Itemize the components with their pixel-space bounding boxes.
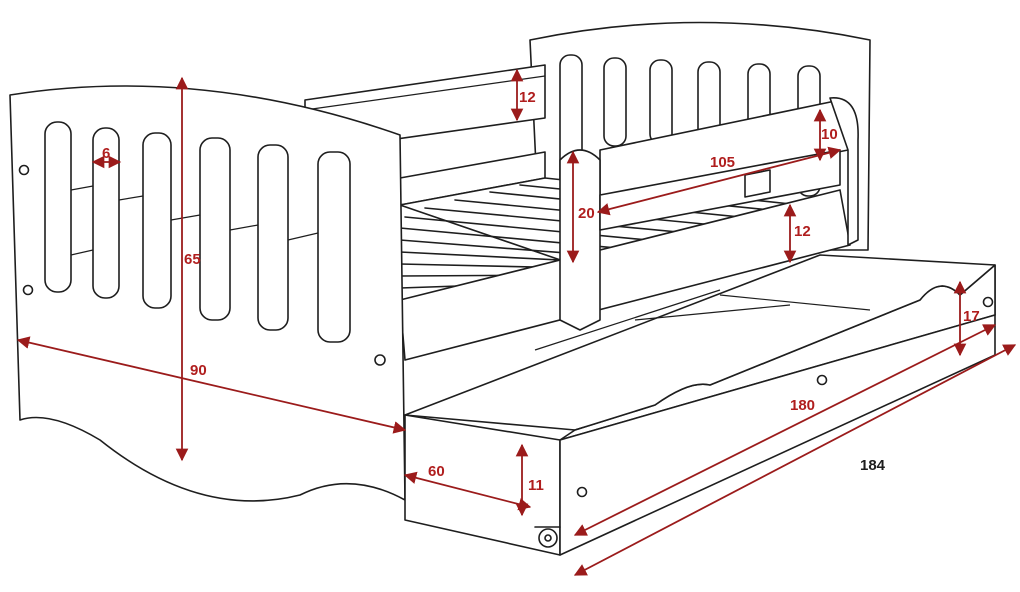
dimension-labels: 12 10 105 20 12 6 65 90 17 180 184 60 11 [102, 89, 980, 494]
caster-wheel-icon [534, 526, 561, 548]
drawer-hole [816, 374, 828, 386]
dim-slat-spacing: 6 [102, 145, 110, 162]
bolt-hole [18, 164, 30, 176]
front-headboard-slots [44, 121, 351, 343]
bolt-hole [374, 354, 386, 366]
dim-drawer-length: 180 [790, 397, 815, 414]
dim-overall-length: 184 [860, 457, 886, 474]
drawer-hole [576, 486, 588, 498]
dim-headboard-height: 65 [184, 251, 201, 268]
dim-drawer-depth: 60 [428, 463, 445, 480]
dim-drawer-side-height: 17 [963, 308, 980, 325]
dim-bed-width: 90 [190, 362, 207, 379]
dimension-lines [16, 68, 1017, 576]
dim-guard-length: 105 [710, 154, 735, 171]
bolt-hole [22, 284, 34, 296]
dim-back-rail-height: 12 [519, 89, 536, 106]
dim-guard-end-height: 20 [578, 205, 595, 222]
drawer-hole [982, 296, 994, 308]
dim-guard-rail-height: 10 [821, 126, 838, 143]
back-headboard-slots [559, 54, 821, 206]
dim-drawer-front-height: 11 [528, 477, 544, 494]
dim-side-panel-height: 12 [794, 223, 811, 240]
front-headboard [9, 85, 406, 502]
